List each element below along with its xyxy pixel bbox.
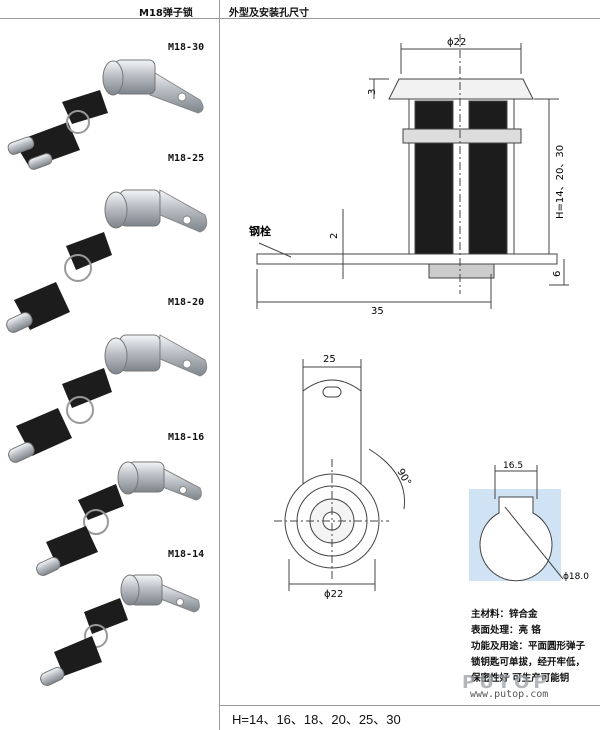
footer-h-values: H=14、16、18、20、25、30 [232,712,401,727]
watermark-brand: PUTOP [462,672,551,693]
side-dim-2: 2 [329,233,340,239]
spec-function: 功能及用途：平面圆形弹子 [471,641,586,652]
side-dia-top: ϕ22 [447,37,466,48]
model-label-20: M18-20 [168,297,205,308]
model-label-30: M18-30 [168,42,205,53]
header-divider [0,18,600,19]
watermark-url: www.putop.com [470,689,549,700]
front-dim-90: 90° [394,467,412,488]
front-dim-25: 25 [323,354,336,365]
column-divider [219,0,220,730]
side-dim-h: H=14、20、30 [555,145,566,219]
right-title: 外型及安装孔尺寸 [229,8,309,19]
pin-label: 钢栓 [249,224,271,238]
side-dim-3: 3 [367,89,378,95]
footer-divider [219,705,600,706]
side-view [256,34,569,309]
lock-photo-16 [36,461,202,576]
hole-view [469,465,564,582]
front-dia-bottom: ϕ22 [324,589,343,600]
lock-photo-14 [40,574,200,686]
spec-function-3: 保密性好 可生产可能钥 [471,673,570,684]
lock-photo-20 [8,334,208,463]
hole-dim-16-5: 16.5 [503,461,523,471]
lock-photo-25 [6,189,208,333]
side-dim-35: 35 [371,306,384,317]
product-photos [6,59,208,686]
lock-photo-30 [7,59,204,170]
spec-function-2: 锁钥匙可单拔，经开牢低， [471,657,586,668]
technical-drawings: ϕ22 3 H=14、20、30 2 6 35 钢栓 25 90° ϕ22 [249,34,589,600]
spec-finish: 表面处理：亮 铬 [471,625,541,636]
spec-material: 主材料：锌合金 [471,609,538,620]
model-label-25: M18-25 [168,153,205,164]
hole-dia-18: ϕ18.0 [563,572,589,582]
model-label-16: M18-16 [168,432,205,443]
side-dim-6: 6 [552,271,563,277]
left-title: M18弹子锁 [139,8,193,19]
front-view [274,359,406,591]
model-label-14: M18-14 [168,549,205,560]
